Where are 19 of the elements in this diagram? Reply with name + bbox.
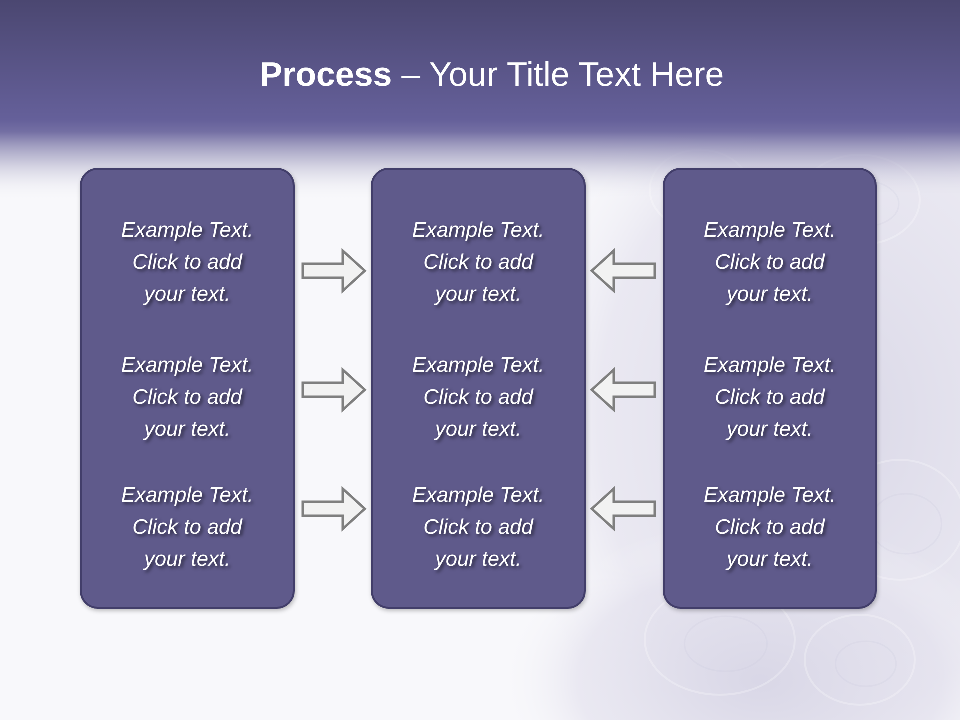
slide-title: Process – Your Title Text Here [260, 55, 724, 96]
block-arrow [590, 367, 656, 413]
panel-text: Example Text. Click to add your text. [411, 483, 546, 573]
panel-text: Example Text. Click to add your text. [120, 483, 255, 573]
rounded-panel [371, 168, 586, 609]
block-arrow [302, 248, 367, 294]
rounded-panel [663, 168, 877, 609]
block-arrow [590, 248, 656, 294]
block-arrow [302, 486, 367, 532]
block-arrow [590, 486, 656, 532]
panel-text: Example Text. Click to add your text. [702, 353, 838, 443]
panel-text: Example Text. Click to add your text. [702, 218, 838, 308]
panel-text: Example Text. Click to add your text. [411, 353, 546, 443]
block-arrow [302, 367, 367, 413]
panel-text: Example Text. Click to add your text. [120, 353, 255, 443]
rounded-panel [80, 168, 295, 609]
panel-text: Example Text. Click to add your text. [411, 218, 546, 308]
panel-text: Example Text. Click to add your text. [120, 218, 255, 308]
panel-text: Example Text. Click to add your text. [702, 483, 838, 573]
